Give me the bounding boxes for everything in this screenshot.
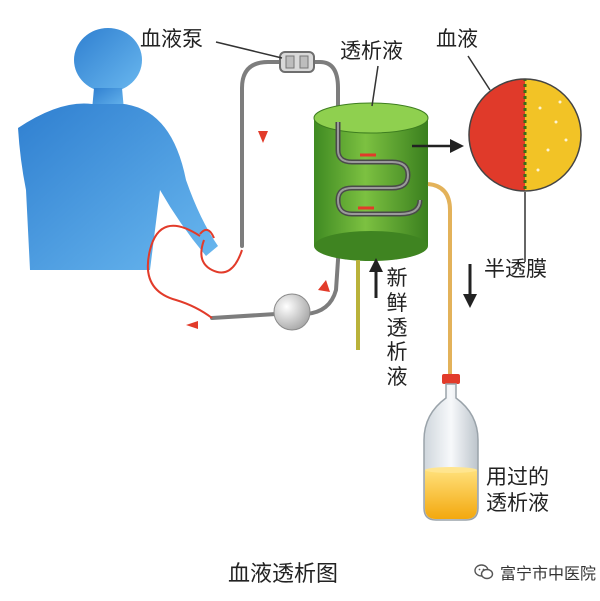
blood-flow-arrows: [186, 131, 330, 329]
fresh-dialysate-arrow: [369, 258, 383, 298]
dialyzer: [313, 102, 429, 261]
watermark-text: 富宁市中医院: [500, 564, 597, 583]
magnify-arrow: [412, 139, 464, 153]
fresh-dialysate-label: 新鲜透析液: [386, 266, 408, 390]
blood-pump: [279, 51, 315, 73]
used-outlet-tube: [427, 182, 452, 378]
blood-leader: [467, 55, 491, 91]
blood-label: 血液: [436, 27, 478, 51]
dialysate-leader: [371, 65, 379, 107]
used-dialysate-arrow: [463, 264, 477, 308]
diagram-caption: 血液透析图: [228, 562, 339, 587]
human-figure: [18, 28, 218, 270]
blood-pump-leader: [215, 41, 283, 59]
collection-bottle: [423, 374, 479, 521]
blood-pump-label: 血液泵: [140, 27, 203, 51]
membrane-magnifier: [468, 78, 582, 192]
dialysate-label: 透析液: [340, 39, 403, 63]
blood-tubes: [210, 60, 342, 320]
used-dialysate-label: 用过的 透析液: [486, 465, 549, 516]
wechat-icon: [474, 564, 494, 580]
watermark: 富宁市中医院: [474, 560, 596, 584]
arm-lines: [146, 224, 243, 319]
air-trap: [273, 293, 311, 331]
semipermeable-membrane-label: 半透膜: [484, 257, 547, 281]
